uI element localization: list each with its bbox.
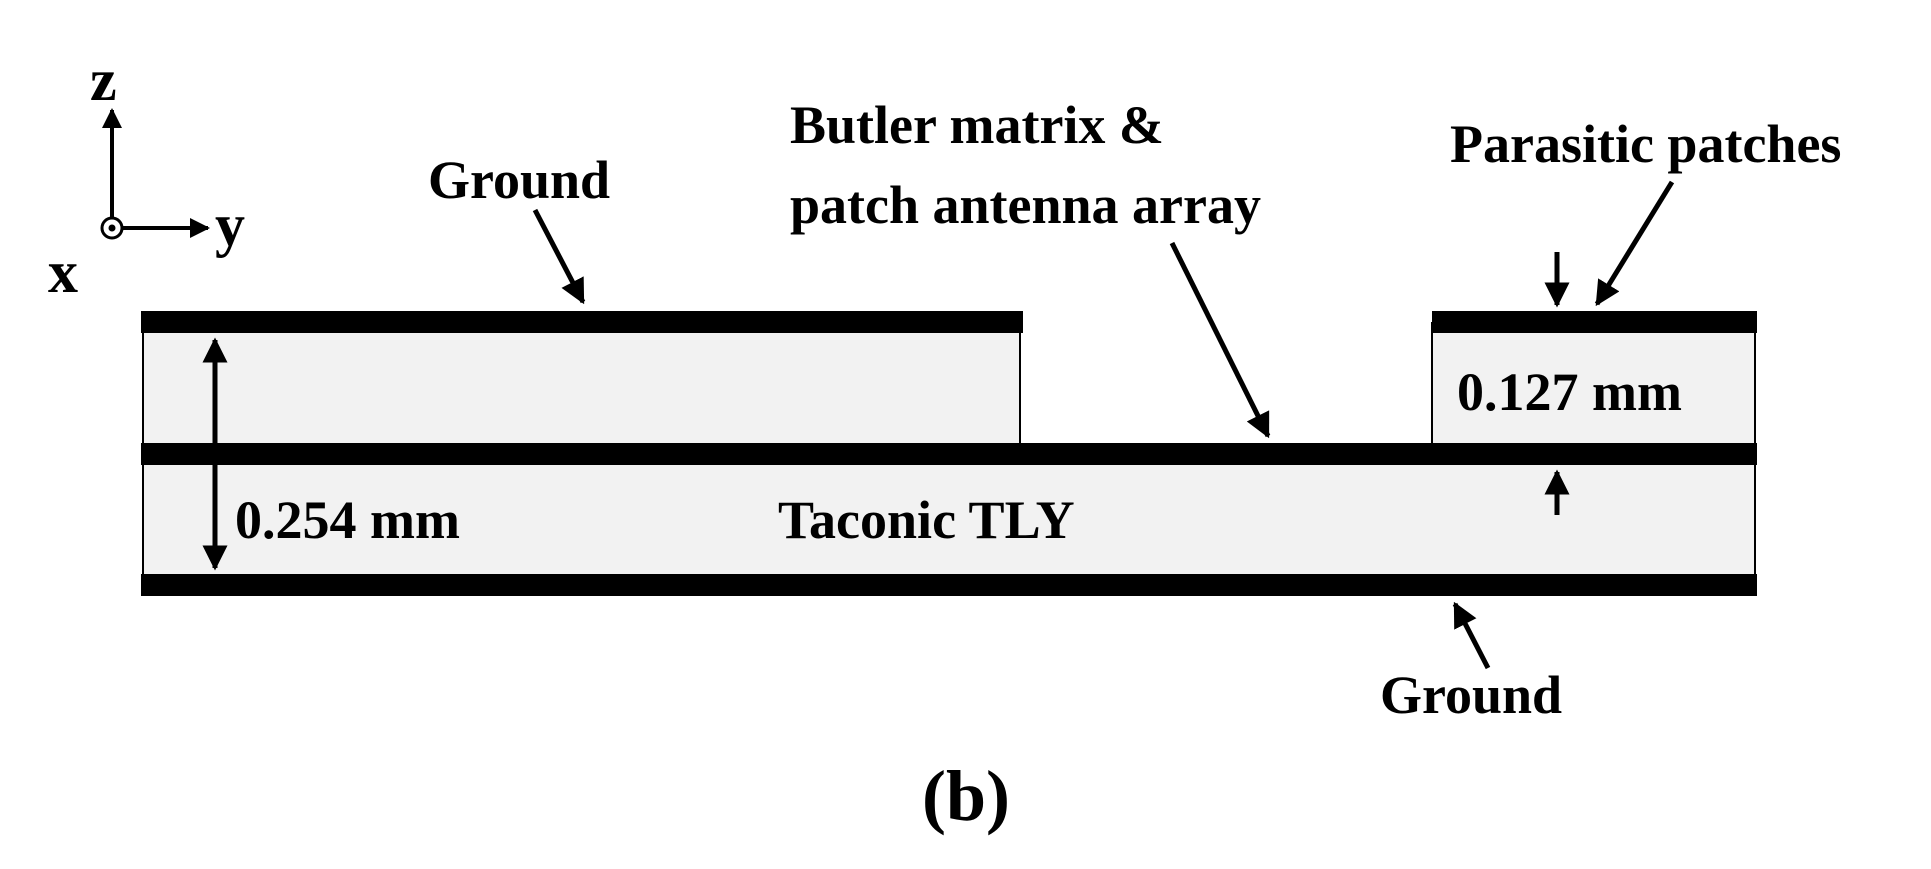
x-axis-dot-icon xyxy=(108,224,116,232)
ground-top-label: Ground xyxy=(428,150,610,210)
parasitic-patch-layer xyxy=(1432,311,1757,333)
y-axis-label: y xyxy=(215,192,245,258)
z-axis-label: z xyxy=(90,47,117,113)
thickness-total-label: 0.254 mm xyxy=(235,490,460,550)
ground-top-arrow xyxy=(532,208,586,305)
butler-matrix-label-line2: patch antenna array xyxy=(790,175,1261,235)
butler-matrix-layer xyxy=(141,443,1757,465)
upper-substrate-left xyxy=(142,322,1021,445)
upper-substrate-right xyxy=(1431,322,1756,445)
coordinate-axes: z y x xyxy=(48,47,245,305)
x-axis-label: x xyxy=(48,239,78,305)
parasitic-patches-label: Parasitic patches xyxy=(1450,114,1841,174)
figure-caption: (b) xyxy=(922,756,1010,836)
substrate-label: Taconic TLY xyxy=(778,490,1075,550)
lower-substrate xyxy=(142,454,1756,577)
butler-matrix-label-line1: Butler matrix & xyxy=(790,95,1164,155)
ground-bottom-label: Ground xyxy=(1380,665,1562,725)
bottom-ground-layer xyxy=(141,574,1757,596)
thickness-top-label: 0.127 mm xyxy=(1457,362,1682,422)
butler-matrix-arrow xyxy=(1169,241,1271,439)
parasitic-patches-arrow xyxy=(1594,180,1675,307)
top-ground-layer xyxy=(141,311,1023,333)
ground-bottom-arrow xyxy=(1452,601,1491,670)
